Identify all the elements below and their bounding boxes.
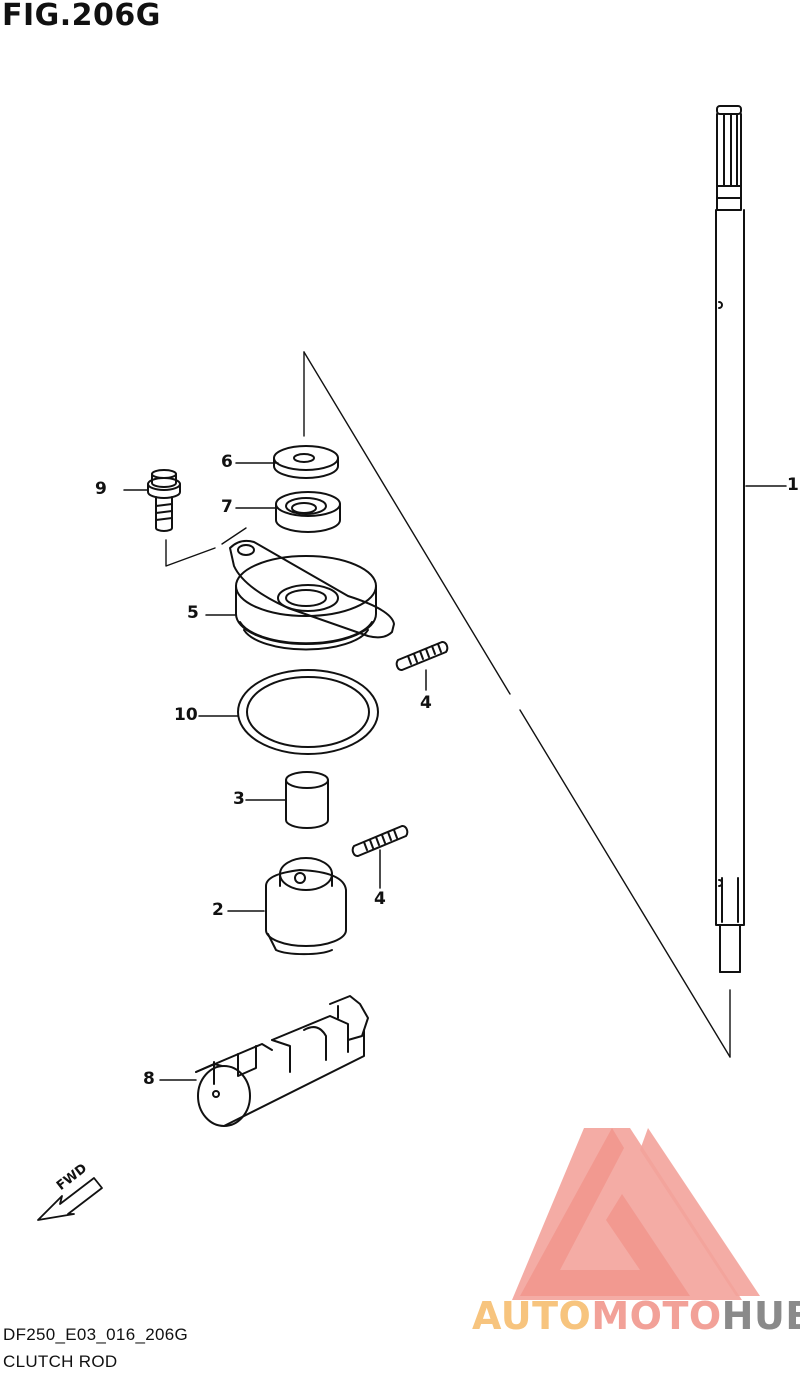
callout-6: 6: [221, 452, 233, 472]
callout-9: 9: [95, 479, 107, 499]
watermark-text: AUTOMOTOHUB: [472, 1294, 800, 1338]
clutch-rod-part-1: [715, 105, 745, 973]
callout-4-lower: 4: [374, 889, 386, 909]
housing-part-5: [229, 539, 395, 651]
callout-2: 2: [212, 900, 224, 920]
o-ring-part-10: [237, 669, 379, 755]
figure-title: FIG.206G: [2, 0, 161, 33]
cam-part-2: [265, 857, 347, 956]
callout-3: 3: [233, 789, 245, 809]
callout-7: 7: [221, 497, 233, 517]
watermark-moto: MOTO: [591, 1294, 722, 1338]
collar-part-3: [285, 771, 329, 829]
figure-caption: CLUTCH ROD: [3, 1352, 118, 1371]
watermark-auto: AUTO: [472, 1294, 592, 1338]
figure-code: DF250_E03_016_206G: [3, 1325, 188, 1344]
shifter-part-8: [195, 995, 369, 1127]
bolt-part-9: [147, 469, 181, 532]
callout-4-upper: 4: [420, 693, 432, 713]
callout-8: 8: [143, 1069, 155, 1089]
spring-pin-part-4-upper: [395, 641, 449, 671]
assembly-guide-lines: [165, 351, 731, 1058]
washer-part-6: [273, 445, 339, 479]
callout-1: 1: [787, 475, 799, 495]
watermark-logo: [512, 1128, 760, 1300]
callout-5: 5: [187, 603, 199, 623]
leader-lines: [123, 462, 787, 1081]
spring-pin-part-4-lower: [351, 825, 409, 857]
watermark-hub: HUB: [721, 1294, 800, 1338]
oil-seal-part-7: [275, 491, 341, 533]
fwd-arrow-icon: [37, 1177, 103, 1221]
callout-10: 10: [174, 705, 198, 725]
